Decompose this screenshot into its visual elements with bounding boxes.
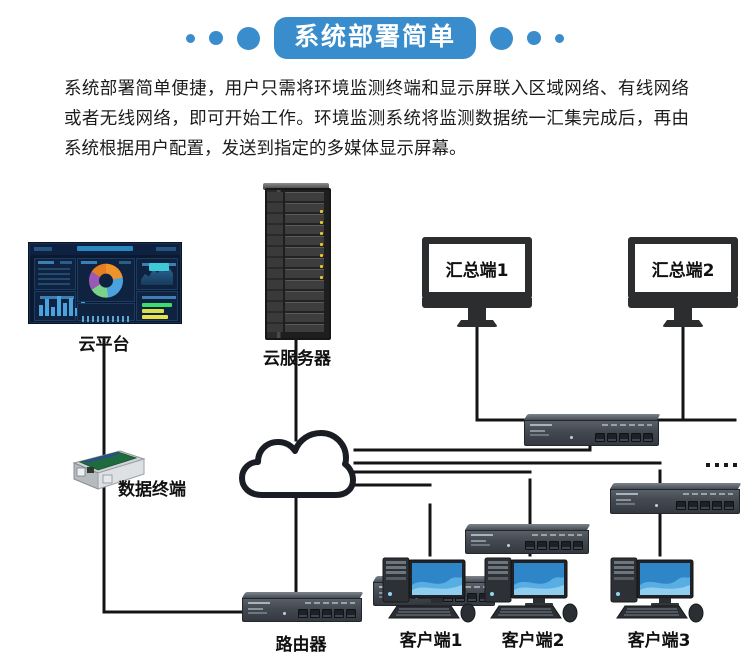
cloud-platform-node: 云平台 bbox=[29, 243, 181, 355]
network-switch-2[interactable] bbox=[610, 483, 742, 514]
network-switch-1[interactable] bbox=[524, 414, 661, 446]
decorative-dot-large-left bbox=[236, 26, 260, 50]
network-topology-diagram: 云平台 云服务器 汇总端1 bbox=[0, 175, 750, 670]
client-label: 客户端1 bbox=[399, 631, 463, 651]
network-switch-3[interactable] bbox=[465, 524, 591, 554]
desktop-computer-icon bbox=[379, 552, 483, 624]
monitor-chin bbox=[628, 298, 738, 308]
dashboard-panel-progress bbox=[136, 291, 178, 321]
dashboard-panel-bars bbox=[34, 291, 85, 321]
decorative-dot-small-left bbox=[185, 33, 195, 43]
router-node[interactable]: 路由器 bbox=[242, 592, 364, 655]
switch-ports bbox=[525, 541, 583, 550]
dashboard-header-bar bbox=[30, 244, 180, 255]
monitor-base bbox=[456, 320, 498, 327]
aggregation-monitor-1[interactable]: 汇总端1 bbox=[422, 237, 532, 327]
client-label: 客户端3 bbox=[627, 631, 691, 651]
decorative-dot-small-right bbox=[555, 33, 564, 43]
dashboard-panel-donut bbox=[77, 258, 135, 302]
monitor-chin bbox=[422, 298, 532, 308]
cloud-platform-dashboard-image bbox=[29, 243, 181, 323]
client-pc-2[interactable]: 客户端2 bbox=[481, 552, 585, 651]
client-label: 客户端2 bbox=[501, 631, 565, 651]
client-pc-3[interactable]: 客户端3 bbox=[607, 552, 711, 651]
page-header: 系统部署简单 bbox=[0, 10, 750, 66]
monitor-screen: 汇总端1 bbox=[422, 237, 532, 299]
monitor-neck bbox=[468, 308, 486, 320]
decorative-dot-medium-right bbox=[527, 31, 541, 45]
monitor-base bbox=[662, 320, 704, 327]
router-ports bbox=[298, 609, 356, 618]
dashboard-panel-scatter bbox=[77, 303, 135, 322]
client-pc-1[interactable]: 客户端1 bbox=[379, 552, 483, 651]
monitor-neck bbox=[674, 308, 692, 320]
decorative-dot-medium-left bbox=[208, 31, 223, 45]
cloud-platform-label: 云平台 bbox=[78, 335, 130, 355]
aggregation-monitor-2[interactable]: 汇总端2 bbox=[628, 237, 738, 327]
cloud-server-node: 云服务器 bbox=[263, 183, 331, 369]
monitor-label: 汇总端2 bbox=[651, 260, 715, 281]
cloud-icon bbox=[239, 430, 356, 498]
switch-ports bbox=[595, 433, 653, 442]
server-rack-icon bbox=[263, 183, 331, 340]
dashboard-panel-list bbox=[34, 258, 76, 290]
cloud-server-label: 云服务器 bbox=[263, 349, 331, 369]
network-cloud-node bbox=[238, 428, 356, 502]
dashboard-panel-area bbox=[136, 258, 178, 290]
switch-ports bbox=[676, 501, 734, 510]
desktop-computer-icon bbox=[481, 552, 585, 624]
router-label: 路由器 bbox=[275, 635, 327, 655]
more-switches-ellipsis bbox=[706, 463, 737, 467]
page-title: 系统部署简单 bbox=[273, 17, 476, 59]
monitor-screen: 汇总端2 bbox=[628, 237, 738, 299]
intro-paragraph: 系统部署简单便捷，用户只需将环境监测终端和显示屏联入区域网络、有线网络或者无线网… bbox=[64, 79, 689, 159]
decorative-dot-large-right bbox=[490, 26, 513, 50]
desktop-computer-icon bbox=[607, 552, 711, 624]
data-terminal-device-icon bbox=[60, 447, 146, 495]
data-terminal-node: 数据终端 bbox=[60, 447, 186, 500]
monitor-label: 汇总端1 bbox=[445, 260, 509, 281]
data-terminal-label: 数据终端 bbox=[118, 480, 186, 500]
